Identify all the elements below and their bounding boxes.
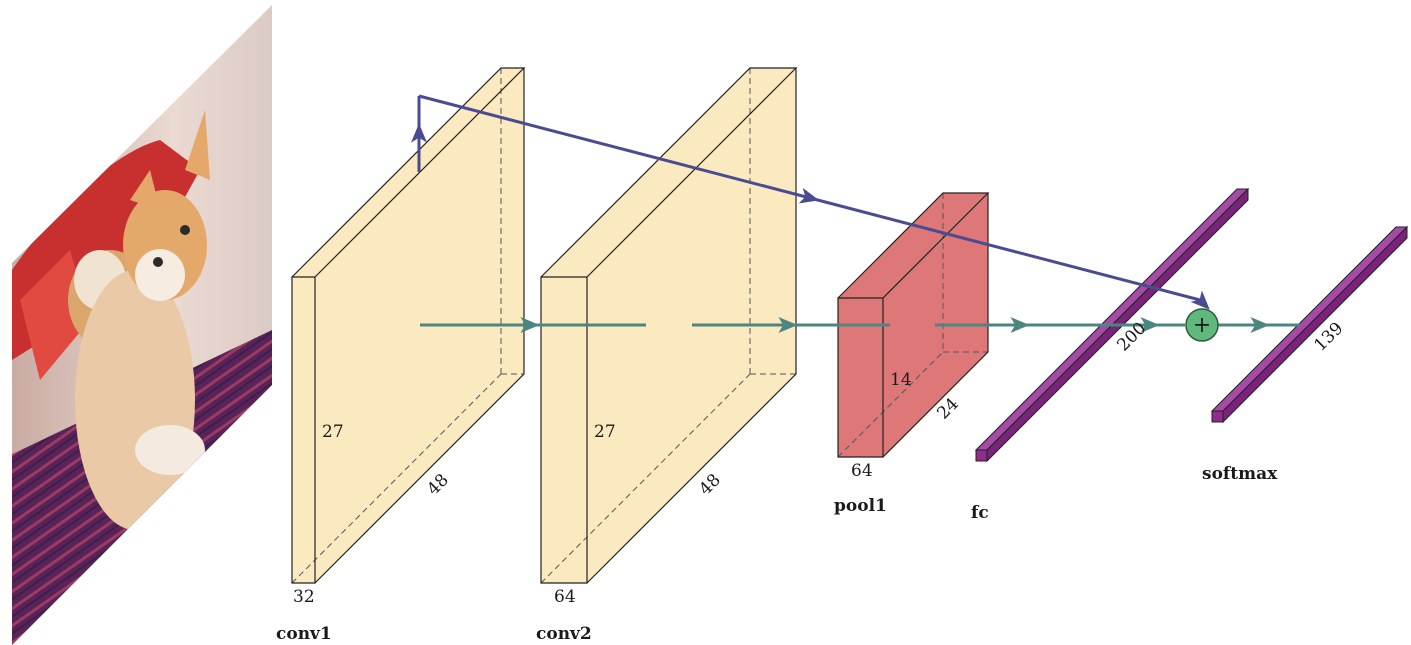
sum-symbol: + <box>1193 313 1211 338</box>
conv2-width-label: 64 <box>554 587 576 607</box>
conv1-layer <box>291 67 526 584</box>
input-kitten-image <box>12 5 272 645</box>
pool1-height-label: 14 <box>890 370 912 390</box>
conv1-caption: conv1 <box>276 624 332 644</box>
skip-connection-arrow <box>411 94 1210 310</box>
fc-caption: fc <box>971 503 989 523</box>
softmax-layer <box>1210 225 1409 424</box>
pool1-width-label: 64 <box>851 461 873 481</box>
conv1-depth-label: 48 <box>423 470 452 499</box>
conv2-layer <box>540 67 798 584</box>
conv2-depth-label: 48 <box>695 470 724 499</box>
conv1-height-label: 27 <box>322 422 344 442</box>
pool1-caption: pool1 <box>834 496 887 516</box>
softmax-caption: softmax <box>1202 464 1278 484</box>
conv1-width-label: 32 <box>293 587 315 607</box>
conv2-height-label: 27 <box>594 422 616 442</box>
conv2-caption: conv2 <box>536 624 592 644</box>
sum-node: + <box>1185 308 1219 342</box>
